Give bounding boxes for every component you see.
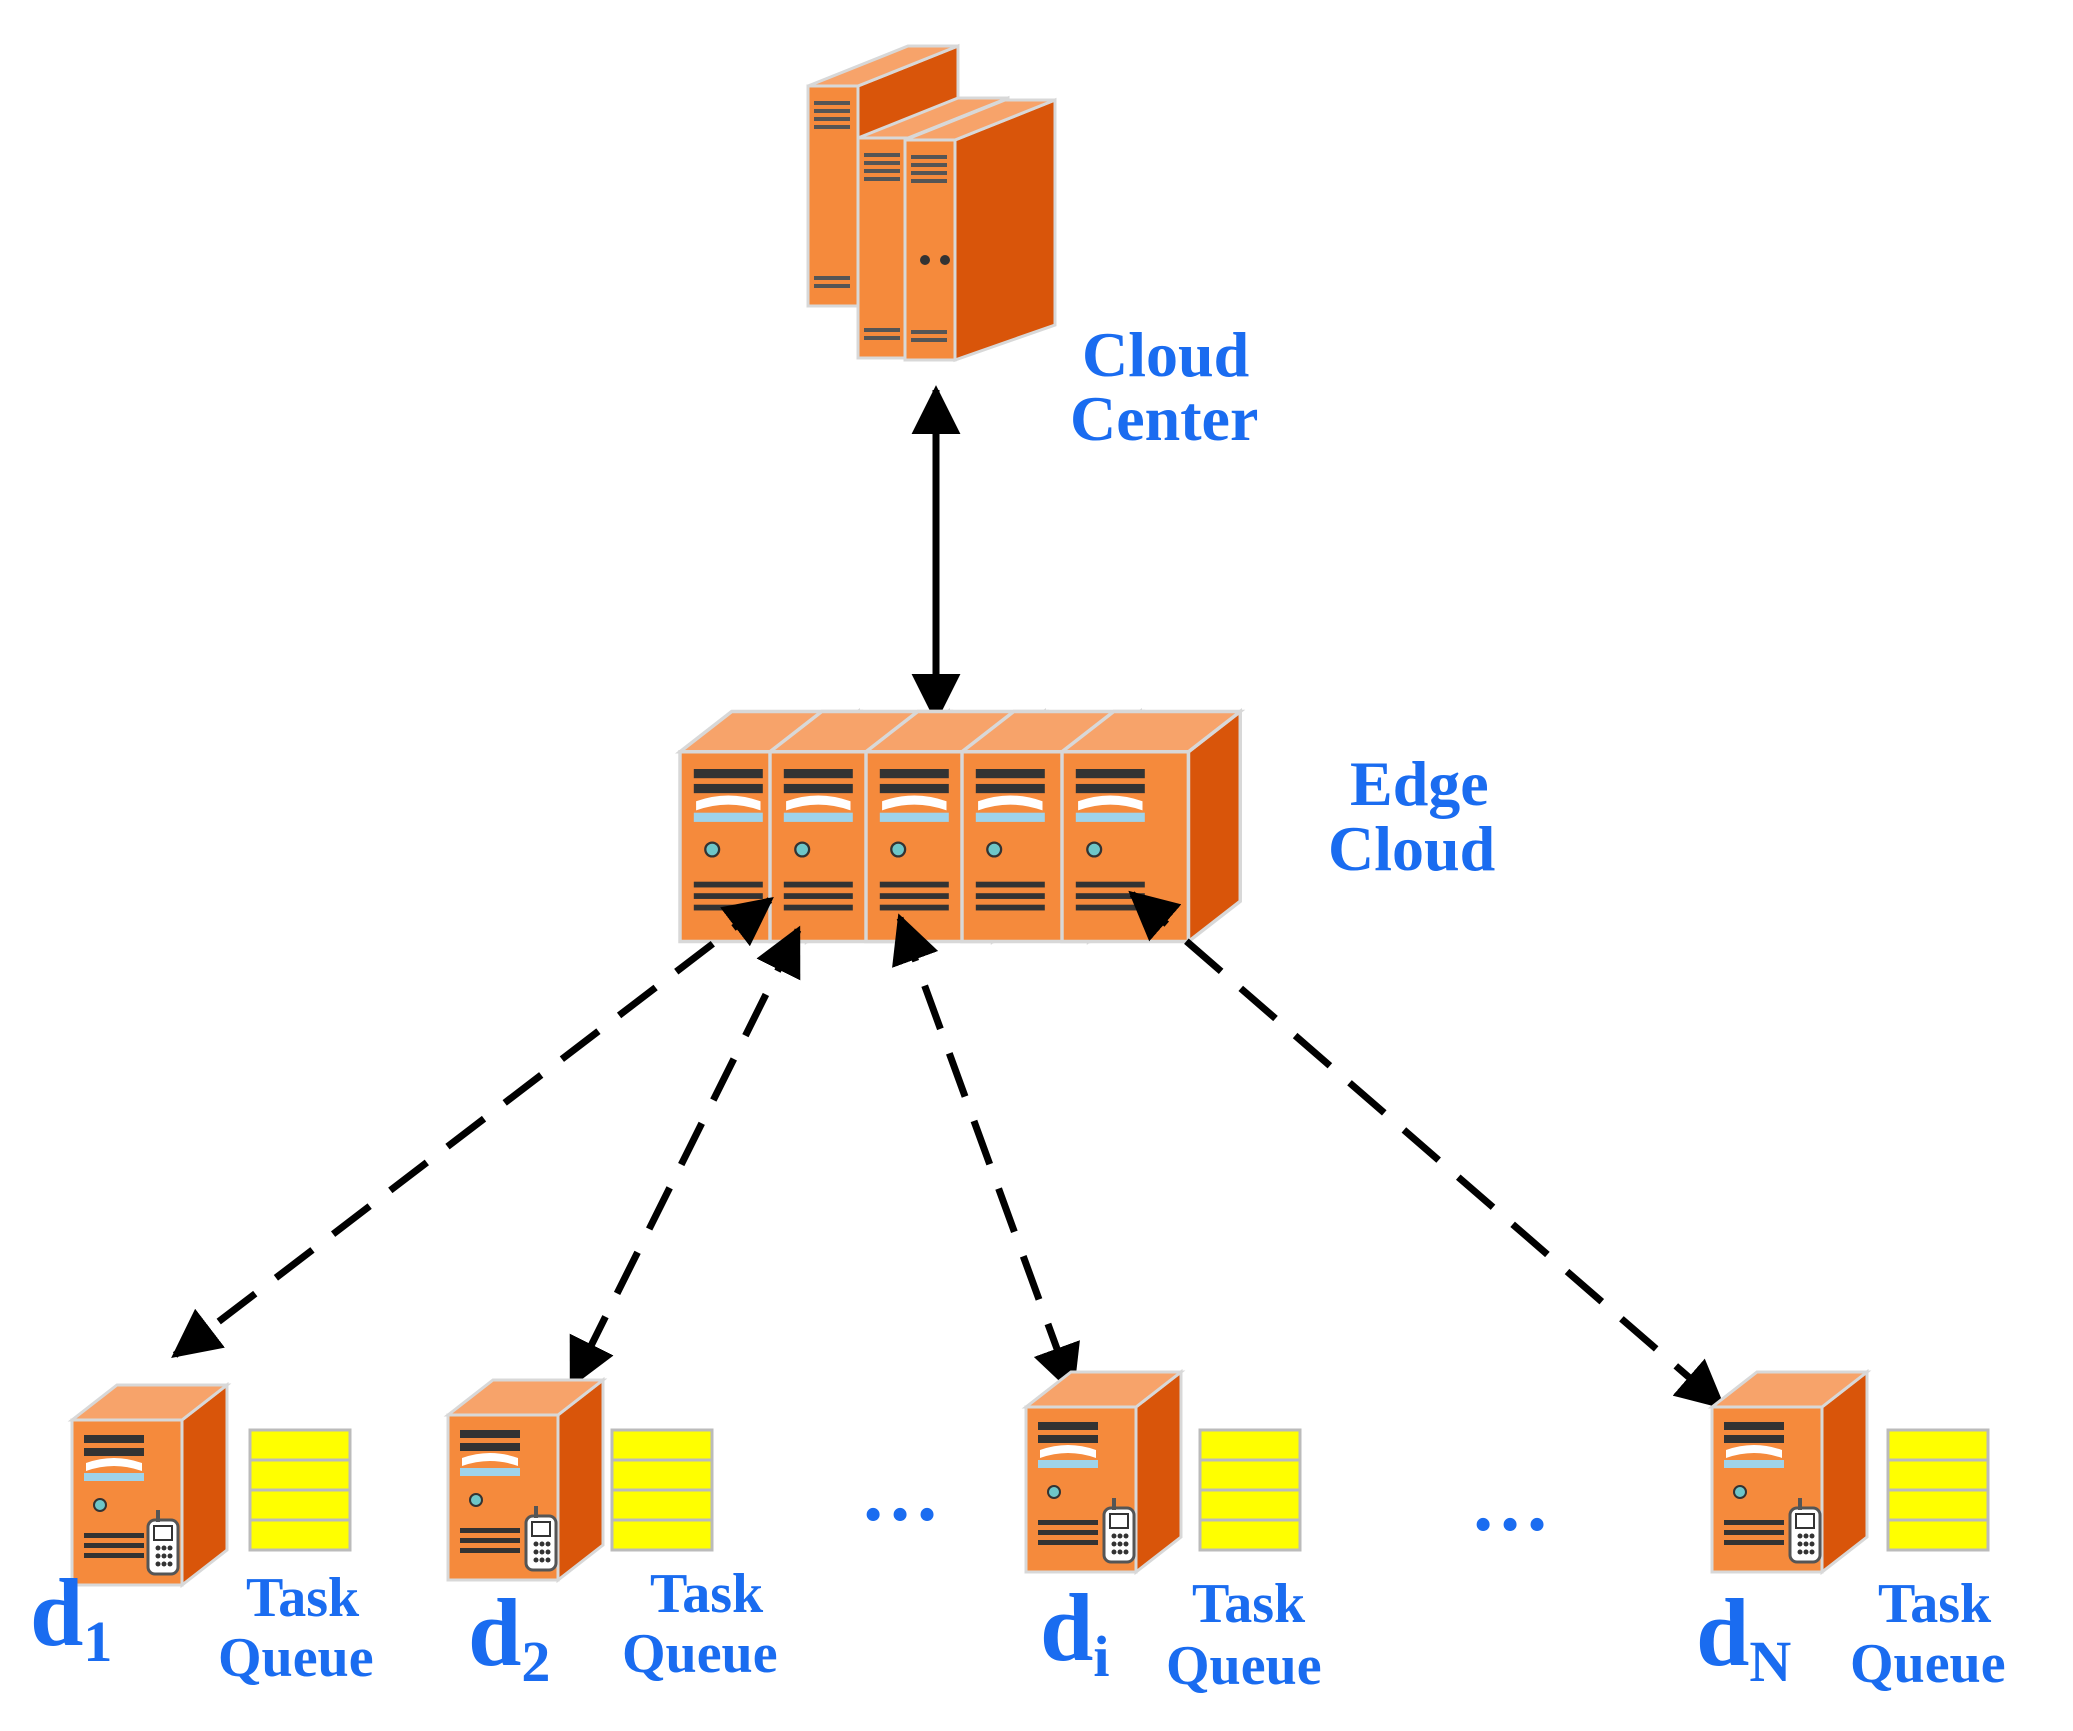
edge-device-links	[171, 890, 1726, 1410]
device-d1-label: d1	[30, 1559, 112, 1674]
ellipsis-2: …	[1470, 1460, 1554, 1548]
task-queue-d1-label-line1: Task	[246, 1567, 360, 1629]
task-queue-d2-label-line2: Queue	[622, 1623, 778, 1685]
device-d2-label: d2	[468, 1579, 550, 1694]
link-arrow-d2	[568, 925, 802, 1389]
device-d1-icon	[70, 1383, 229, 1587]
ellipsis-1: …	[860, 1450, 944, 1538]
task-queue-d2-icon	[610, 1428, 714, 1552]
cloud-center-label-line2: Center	[1070, 383, 1258, 454]
device-d2-icon	[446, 1378, 605, 1582]
edge-cloud-label-line1: Edge	[1350, 748, 1489, 819]
task-queue-dN-icon	[1886, 1428, 1990, 1552]
task-queue-dN-label-line2: Queue	[1850, 1633, 2006, 1695]
cloud-center-label-line1: Cloud	[1082, 319, 1249, 390]
device-di-label: di	[1040, 1574, 1110, 1689]
link-arrow-dN	[1128, 890, 1726, 1410]
device-dN-label: dN	[1696, 1579, 1791, 1694]
task-queue-d2-label-line1: Task	[650, 1563, 764, 1625]
device-dN-icon	[1710, 1370, 1869, 1574]
link-arrow-di	[892, 913, 1080, 1395]
task-queue-di-label-line1: Task	[1192, 1573, 1306, 1635]
device-di-icon	[1024, 1370, 1183, 1574]
task-queue-di-label-line2: Queue	[1166, 1635, 1322, 1697]
cloud-center-server-icon	[806, 44, 1057, 362]
link-arrow-d1	[171, 897, 774, 1358]
task-queue-d1-label-line2: Queue	[218, 1627, 374, 1689]
task-queue-dN-label-line1: Task	[1878, 1573, 1992, 1635]
task-queue-d1-icon	[248, 1428, 352, 1552]
task-queue-di-icon	[1198, 1428, 1302, 1552]
edge-cloud-label-line2: Cloud	[1328, 813, 1495, 884]
